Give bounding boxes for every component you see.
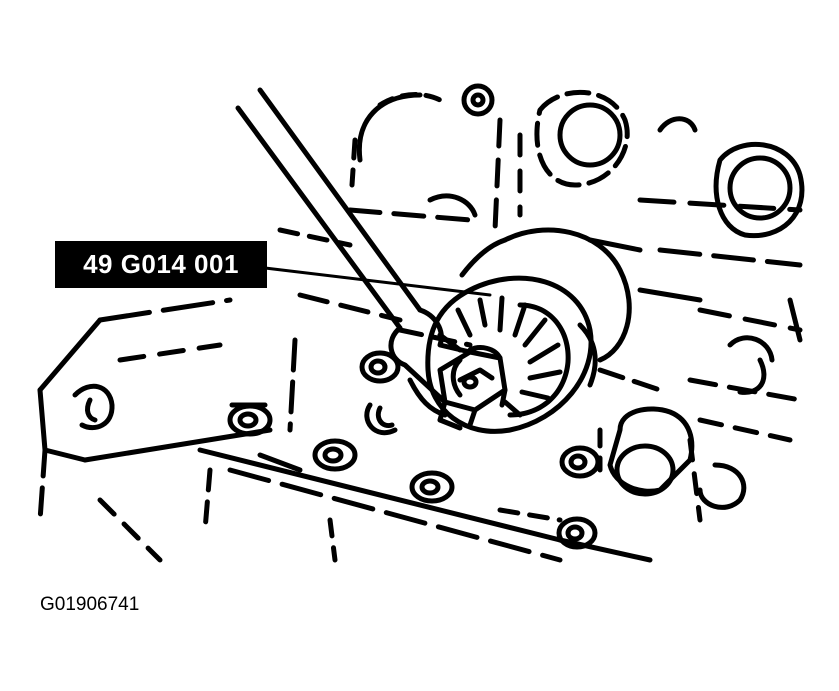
oil-pan-outline [37, 297, 653, 563]
callout-leader-line [263, 266, 492, 297]
pan-bolts [227, 350, 601, 550]
housing-boss [607, 406, 695, 497]
tool-part-number-callout: 49 G014 001 [55, 241, 267, 288]
tool-part-number-label: 49 G014 001 [83, 249, 239, 279]
engine-block-outline [277, 83, 805, 523]
oil-filter [425, 227, 632, 434]
ratchet-handle [235, 87, 473, 418]
figure-id: G01906741 [40, 594, 140, 615]
